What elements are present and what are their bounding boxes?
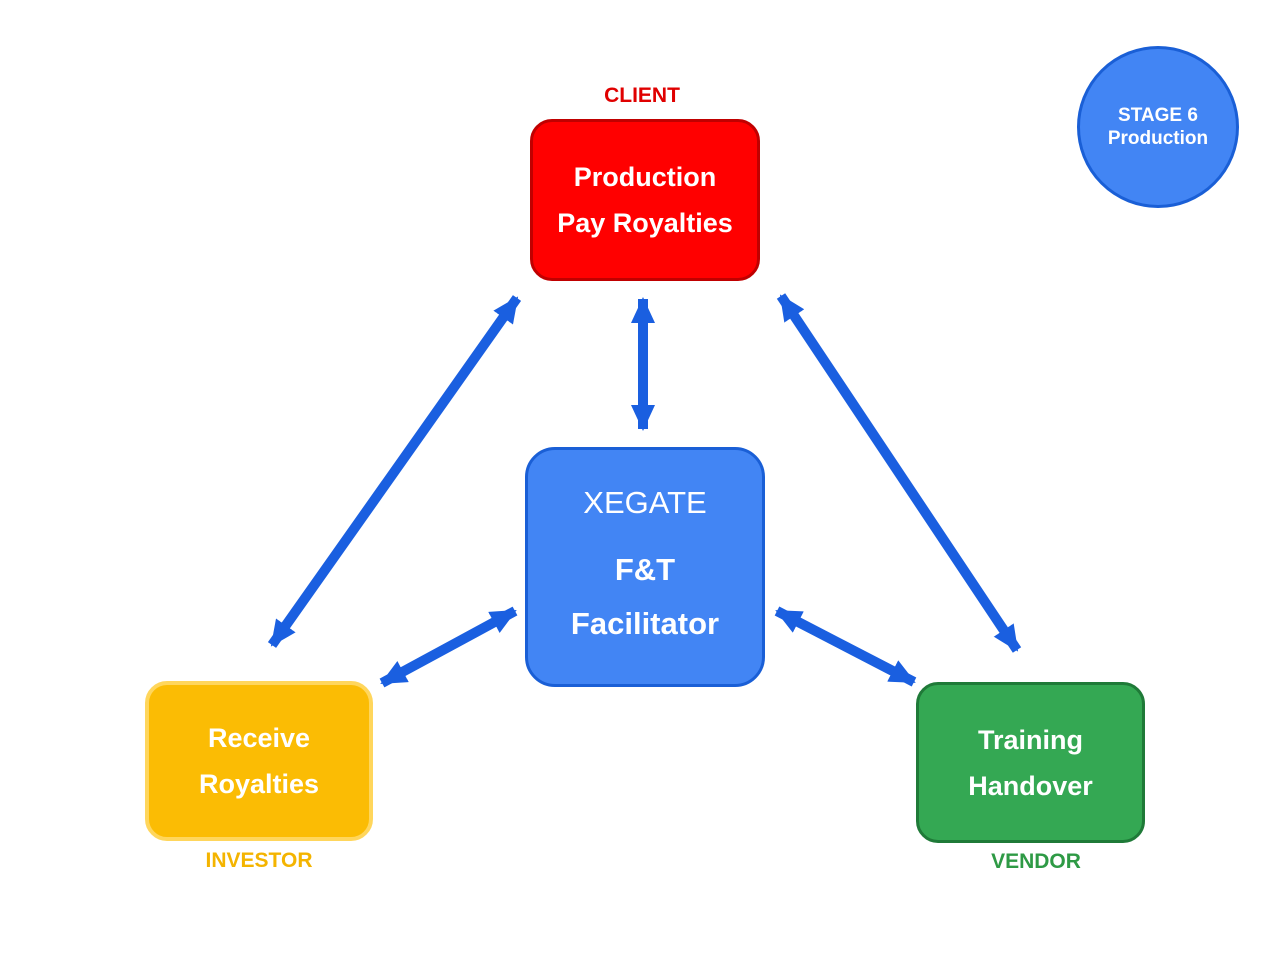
arrow-facilitator-vendor (774, 606, 917, 687)
investor-role-label: INVESTOR (205, 849, 313, 872)
investor-line-1: Receive (207, 723, 311, 753)
client-line-2: Pay Royalties (557, 208, 733, 238)
arrow-client-investor (267, 295, 522, 648)
facilitator-node: XEGATE F&T Facilitator (525, 447, 765, 687)
stage-number: STAGE 6 (1118, 105, 1198, 126)
investor-line-2: Royalties (198, 769, 320, 799)
vendor-role-label: VENDOR (991, 850, 1081, 873)
stage-badge: STAGE 6 Production (1077, 46, 1239, 208)
client-node: Production Pay Royalties (530, 119, 760, 281)
vendor-line-2: Handover (968, 770, 1093, 801)
arrow-client-vendor (776, 293, 1022, 653)
arrow-facilitator-investor (379, 606, 518, 688)
facilitator-line-1: F&T (614, 552, 676, 587)
vendor-node: Training Handover (916, 682, 1145, 843)
facilitator-brand: XEGATE (583, 485, 707, 520)
client-line-1: Production (573, 162, 717, 192)
client-role-label: CLIENT (604, 84, 680, 107)
stage-name: Production (1107, 128, 1209, 149)
vendor-line-1: Training (977, 724, 1083, 755)
facilitator-line-2: Facilitator (570, 606, 720, 641)
investor-node: Receive Royalties (145, 681, 373, 841)
